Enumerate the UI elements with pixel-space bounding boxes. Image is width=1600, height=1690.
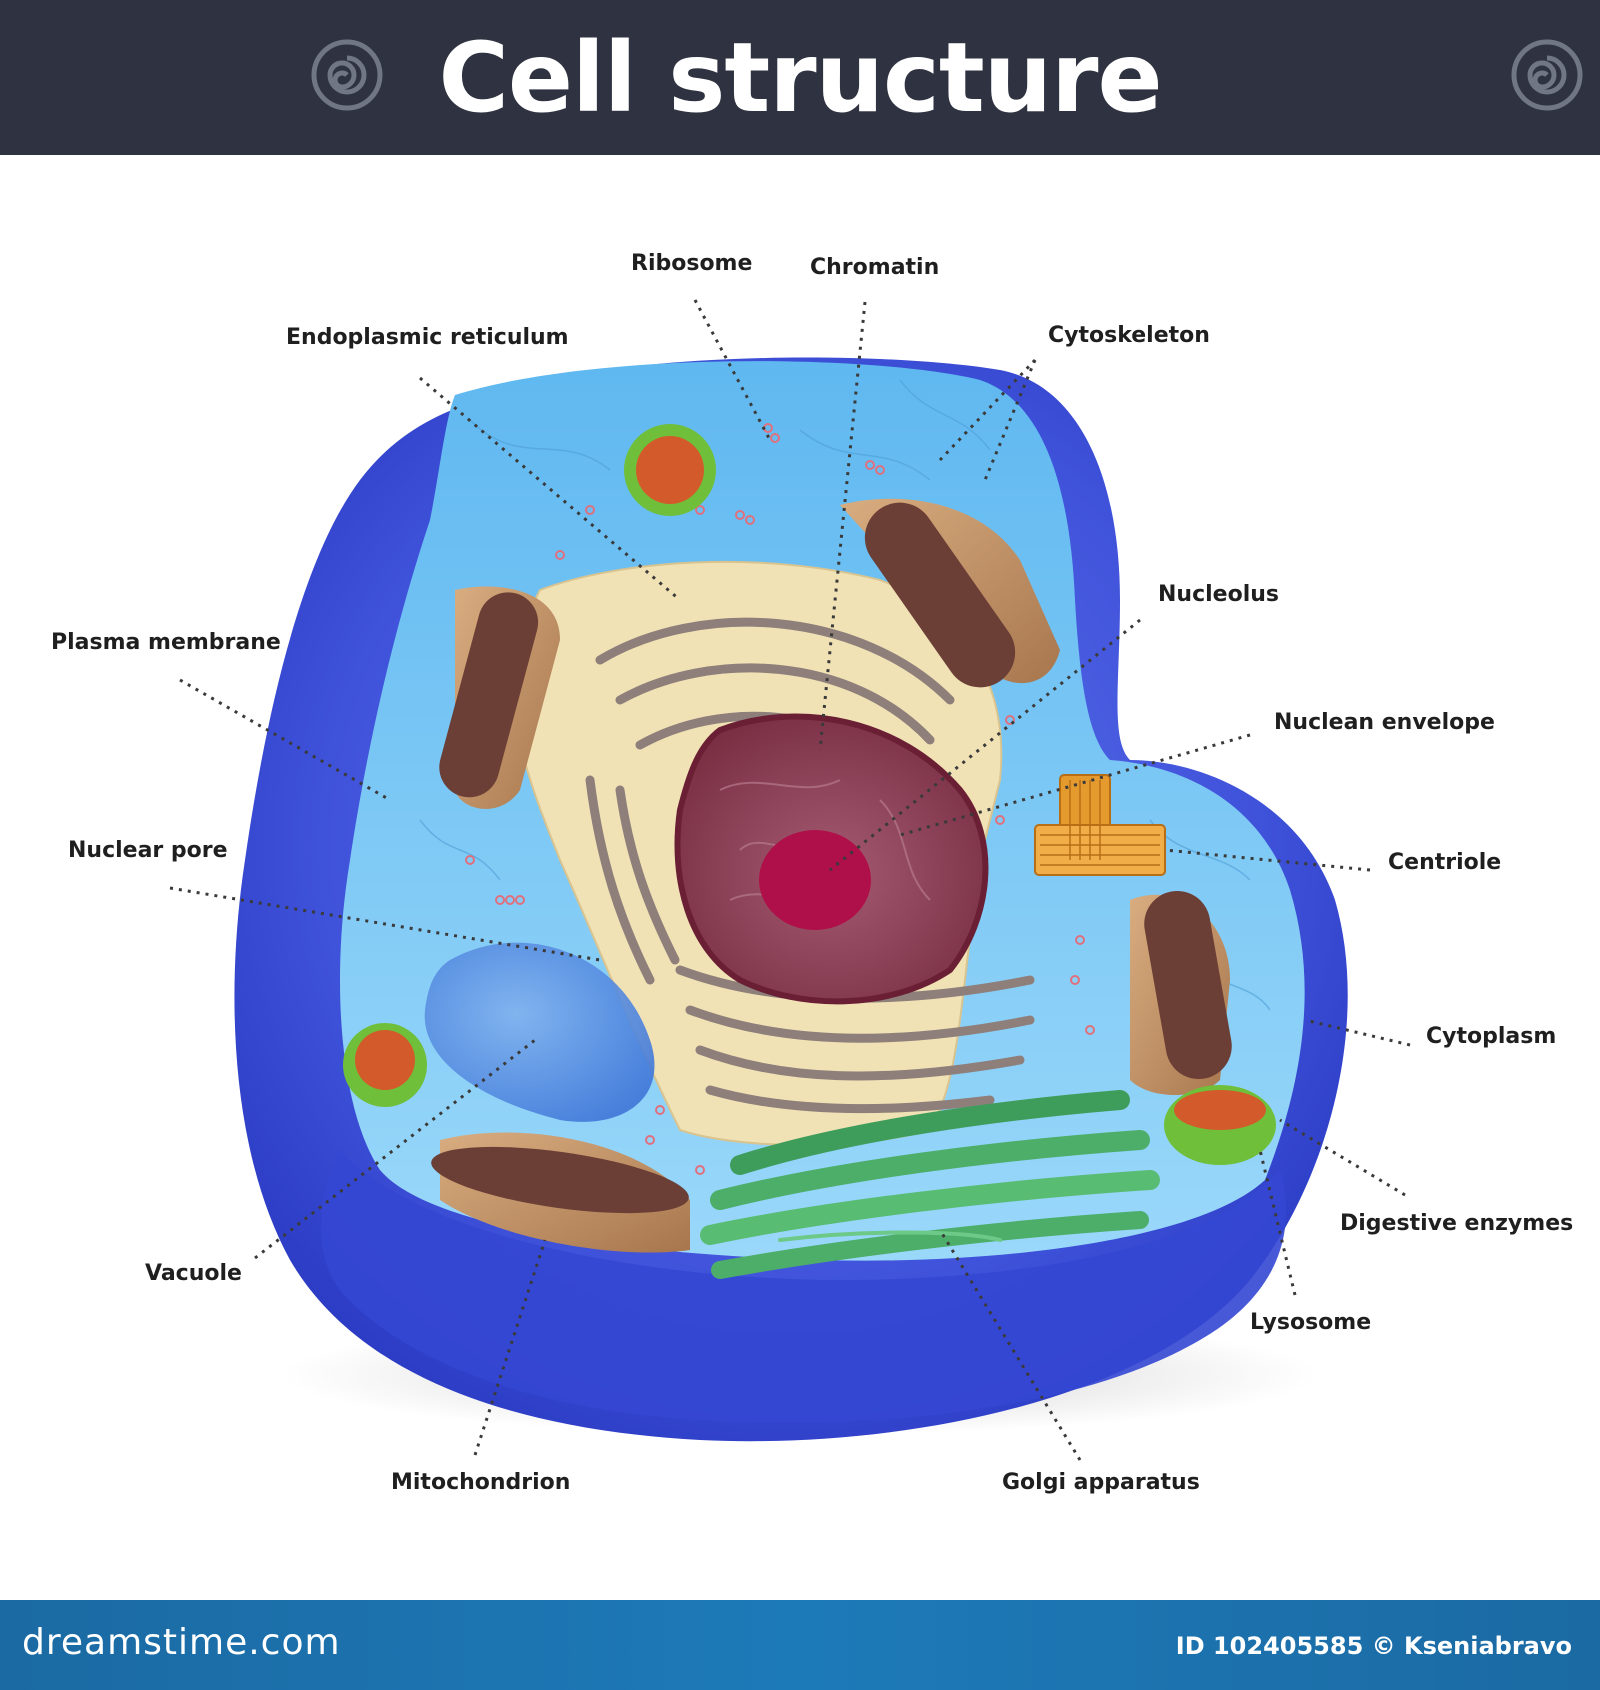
vacuole-shape (424, 942, 655, 1122)
mitochondrion-4 (1130, 890, 1232, 1095)
label-digestive-enzymes: Digestive enzymes (1340, 1211, 1574, 1236)
golgi-apparatus-shape (700, 1090, 1160, 1279)
title-bar: Cell structure (0, 0, 1600, 155)
label-nuclear-pore: Nuclear pore (68, 838, 228, 863)
page-title: Cell structure (438, 22, 1162, 134)
watermark-footer: dreamstime.com ID 102405585 © Kseniabrav… (0, 1600, 1600, 1690)
lysosome-3 (1164, 1085, 1276, 1165)
cell-illustration (169, 299, 1411, 1461)
mitochondrion-1 (439, 586, 560, 809)
label-vacuole: Vacuole (145, 1261, 242, 1286)
footer-credit: ID 102405585 © Kseniabravo (1175, 1632, 1572, 1660)
watermark-spiral-icon (1511, 39, 1583, 111)
label-endoplasmic-reticulum: Endoplasmic reticulum (286, 325, 569, 350)
leader-lines (169, 299, 1411, 1461)
centriole-shape (1034, 774, 1166, 876)
label-cytoskeleton: Cytoskeleton (1048, 323, 1210, 348)
label-golgi-apparatus: Golgi apparatus (1002, 1470, 1200, 1495)
mitochondrion-3 (431, 1132, 690, 1253)
membrane-lip (321, 1150, 1287, 1423)
label-cytoplasm: Cytoplasm (1426, 1024, 1557, 1049)
label-nucleolus: Nucleolus (1158, 582, 1279, 607)
label-plasma-membrane: Plasma membrane (51, 630, 281, 655)
label-mitochondrion: Mitochondrion (391, 1470, 571, 1495)
label-chromatin: Chromatin (810, 255, 940, 280)
mitochondrion-2 (840, 498, 1060, 688)
lysosome-1 (624, 424, 716, 516)
label-nuclean-envelope: Nuclean envelope (1274, 710, 1495, 735)
label-centriole: Centriole (1388, 850, 1502, 875)
nucleolus-shape (759, 830, 871, 930)
lysosome-2 (343, 1023, 427, 1107)
label-ribosome: Ribosome (631, 251, 753, 276)
watermark-spiral-icon (311, 39, 383, 111)
footer-brand: dreamstime.com (22, 1622, 341, 1663)
cell-diagram: Ribosome Chromatin Endoplasmic reticulum… (0, 155, 1600, 1600)
label-lysosome: Lysosome (1250, 1310, 1372, 1335)
